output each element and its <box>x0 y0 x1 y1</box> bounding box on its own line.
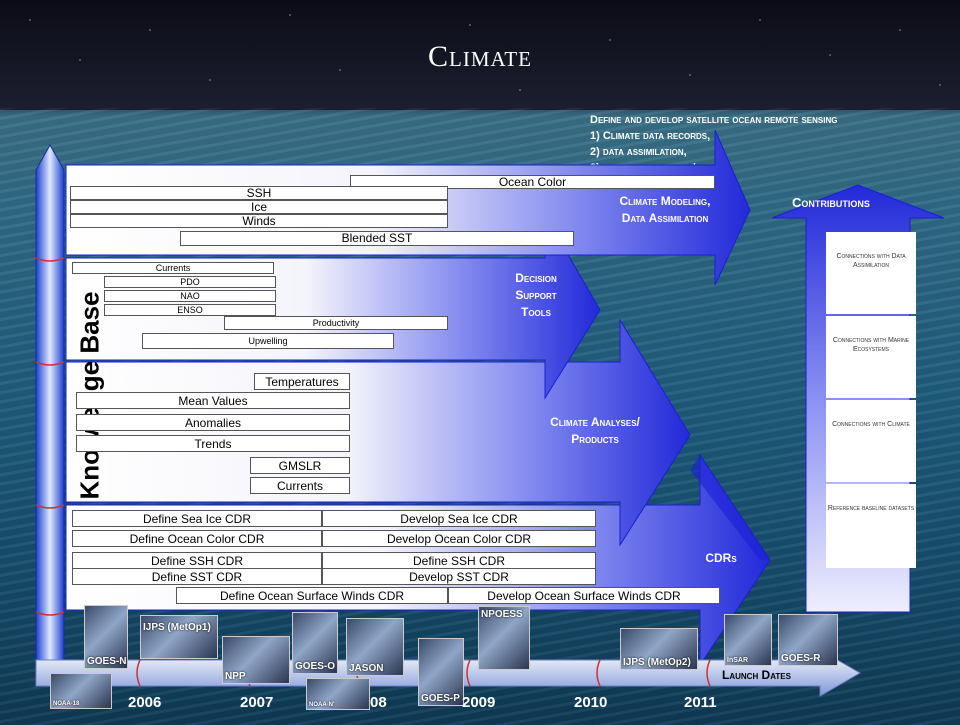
satellite-label: NPOESS <box>481 609 523 620</box>
cdr-define-ocean-color: Define Ocean Color CDR <box>72 530 322 547</box>
cdr-define-sst: Define SST CDR <box>72 568 322 585</box>
satellite-npp: NPP <box>222 636 290 684</box>
analyses-item-mean-values: Mean Values <box>76 392 350 409</box>
satellite-label: JASON <box>349 663 384 674</box>
satellite-noaa-n-prime: NOAA-N' <box>306 678 370 710</box>
modeling-label-line: Data Assimilation <box>621 211 709 225</box>
decision-item-nao: NAO <box>104 290 276 302</box>
modeling-item-winds: Winds <box>70 214 448 228</box>
decision-item-pdo: PDO <box>104 276 276 288</box>
contribution-piece-data-assimilation: Connections with Data Assimilation <box>826 232 916 314</box>
contribution-piece-reference-datasets: Reference baseline datasets <box>826 484 916 568</box>
satellite-label: IJPS (MetOp1) <box>143 622 211 633</box>
satellite-ijps-metop2: IJPS (MetOp2) <box>620 628 698 670</box>
cdr-define-sea-ice: Define Sea Ice CDR <box>72 510 322 527</box>
analyses-label-line: Products <box>571 432 619 446</box>
analyses-item-anomalies: Anomalies <box>76 414 350 431</box>
contribution-piece-climate: Connections with Climate <box>826 400 916 482</box>
satellite-jason: JASON <box>346 618 404 676</box>
intro-line: 2) data assimilation, <box>590 146 687 158</box>
cdr-develop-ocean-color: Develop Ocean Color CDR <box>322 530 596 547</box>
analyses-label-line: Climate Analyses/ <box>550 415 640 429</box>
analyses-item-temperatures: Temperatures <box>254 373 350 390</box>
analyses-tier-label: Climate Analyses/ Products <box>520 414 670 448</box>
modeling-item-ssh: SSH <box>70 186 448 200</box>
modeling-item-ice: Ice <box>70 200 448 214</box>
decision-item-upwelling: Upwelling <box>142 333 394 349</box>
modeling-item-ocean-color: Ocean Color <box>350 175 715 189</box>
knowledge-base-arrow <box>35 143 65 666</box>
cdr-develop-ocean-surface-winds: Develop Ocean Surface Winds CDR <box>448 587 720 604</box>
starfield-background <box>0 0 960 110</box>
modeling-label-line: Climate Modeling, <box>619 194 711 208</box>
year-label: 2011 <box>684 694 717 711</box>
year-label: 2007 <box>240 694 274 711</box>
satellite-noaa-18: NOAA-18 <box>50 673 112 709</box>
decision-label-line: Support <box>515 288 557 302</box>
decision-tier-label: Decision Support Tools <box>498 270 574 321</box>
year-label: 2006 <box>128 694 162 711</box>
satellite-label: NOAA-N' <box>309 702 335 708</box>
satellite-label: NOAA-18 <box>53 701 80 707</box>
decision-item-enso: ENSO <box>104 304 276 316</box>
satellite-insar: InSAR <box>724 614 772 666</box>
cdr-develop-sea-ice: Develop Sea Ice CDR <box>322 510 596 527</box>
satellite-ijps-metop1: IJPS (MetOp1) <box>140 615 218 659</box>
cdr-define-ssh-2: Define SSH CDR <box>322 552 596 569</box>
satellite-goes-r: GOES-R <box>778 614 838 666</box>
contribution-piece-marine-ecosystems: Connections with Marine Ecosystems <box>826 316 916 398</box>
cdrs-tier-label: CDRs <box>705 551 737 565</box>
launch-dates-label: Launch Dates <box>722 668 791 682</box>
satellite-goes-p: GOES-P <box>418 638 464 706</box>
modeling-tier-label: Climate Modeling, Data Assimilation <box>590 193 740 227</box>
satellite-label: GOES-P <box>421 693 460 704</box>
satellite-label: InSAR <box>727 657 748 664</box>
decision-label-line: Tools <box>521 305 551 319</box>
year-label: 2010 <box>574 694 608 711</box>
cdrs-arrow-shadow <box>690 455 770 560</box>
satellite-label: GOES-O <box>295 661 336 672</box>
satellite-goes-n: GOES-N <box>84 605 128 669</box>
slide-title: Climate <box>428 40 532 73</box>
year-label: 08 <box>370 694 387 711</box>
satellite-label: GOES-R <box>781 653 821 664</box>
satellite-label: NPP <box>225 671 246 682</box>
cdr-define-ssh: Define SSH CDR <box>72 552 322 569</box>
decision-item-productivity: Productivity <box>224 316 448 330</box>
cdr-define-ocean-surface-winds: Define Ocean Surface Winds CDR <box>176 587 448 604</box>
analyses-item-gmslr: GMSLR <box>250 457 350 474</box>
analyses-item-currents: Currents <box>250 477 350 494</box>
intro-line: Define and develop satellite ocean remot… <box>590 114 838 126</box>
satellite-goes-o: GOES-O <box>292 612 338 674</box>
satellite-label: IJPS (MetOp2) <box>623 657 691 668</box>
year-label: 2009 <box>462 694 496 711</box>
modeling-item-blended-sst: Blended SST <box>180 231 574 246</box>
analyses-arrow <box>65 318 691 547</box>
satellite-label: GOES-N <box>87 656 127 667</box>
contributions-title: Contributions <box>792 195 870 210</box>
intro-line: 1) Climate data records, <box>590 130 711 142</box>
analyses-item-trends: Trends <box>76 435 350 452</box>
satellite-npoess: NPOESS <box>478 606 530 670</box>
cdr-develop-sst: Develop SST CDR <box>322 568 596 585</box>
decision-label-line: Decision <box>515 271 557 285</box>
decision-item-currents: Currents <box>72 262 274 274</box>
